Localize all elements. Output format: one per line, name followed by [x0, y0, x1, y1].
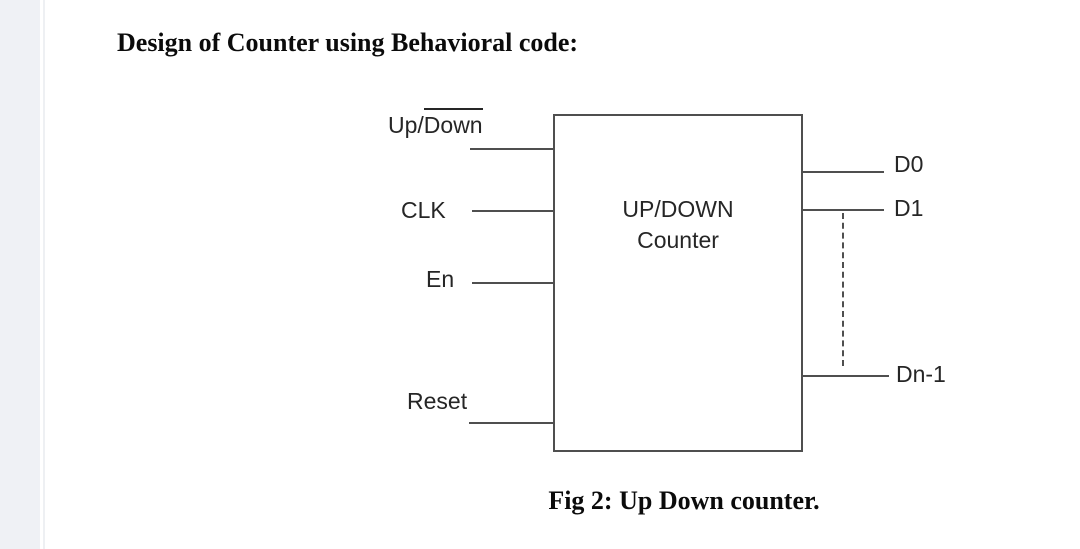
output-label-d0: D0	[894, 151, 924, 177]
left-margin-strip-edge	[43, 0, 45, 549]
counter-block: UP/DOWN Counter	[553, 114, 803, 452]
wire-d0	[802, 171, 884, 173]
wire-reset	[469, 422, 554, 424]
outputs-ellipsis-dashed-line	[842, 213, 844, 366]
wire-d1	[802, 209, 884, 211]
input-label-updown: Up/Down	[388, 108, 483, 138]
input-label-updown-prefix: Up/	[388, 112, 424, 138]
input-label-en: En	[426, 266, 455, 292]
wire-en	[472, 282, 554, 284]
input-label-clk: CLK	[401, 197, 446, 223]
left-margin-strip	[0, 0, 40, 549]
counter-block-label-line1: UP/DOWN	[622, 196, 734, 222]
counter-block-label-line2: Counter	[637, 227, 719, 253]
counter-block-label: UP/DOWN Counter	[555, 194, 801, 256]
input-label-updown-overlined: Down	[423, 108, 483, 138]
section-heading: Design of Counter using Behavioral code:	[117, 28, 579, 57]
input-label-reset: Reset	[407, 388, 468, 414]
output-label-d1: D1	[894, 195, 924, 221]
wire-updown	[470, 148, 554, 150]
wire-clk	[472, 210, 554, 212]
wire-dn-1	[802, 375, 889, 377]
figure-caption: Fig 2: Up Down counter.	[548, 486, 820, 515]
output-label-dn-1: Dn-1	[896, 361, 946, 387]
